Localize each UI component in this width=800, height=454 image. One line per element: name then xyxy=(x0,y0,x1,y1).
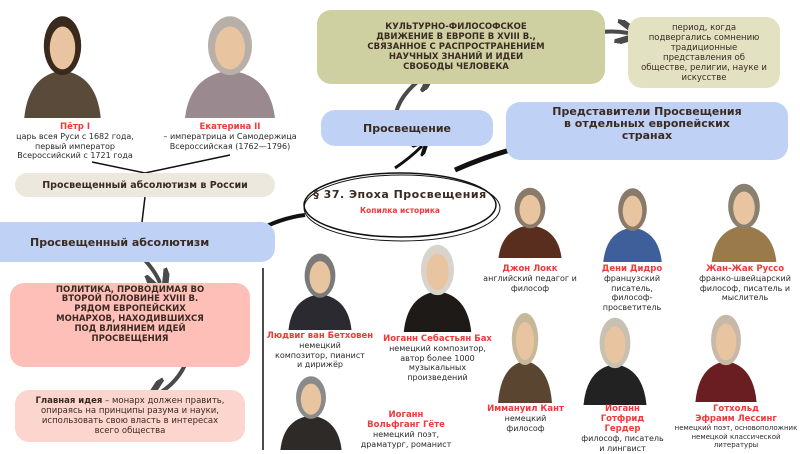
title-block: § 37. Эпоха Просвещения Копилка историка xyxy=(310,188,490,215)
portrait-lessing xyxy=(692,305,760,402)
ruler-desc: царь всея Руси с 1682 года, первый импер… xyxy=(16,132,134,160)
arrow-to-enlightenment xyxy=(394,146,422,170)
portrait-beethoven xyxy=(285,245,355,330)
representatives-box: Представители Просвещения в отдельных ев… xyxy=(506,102,788,160)
portrait-locke xyxy=(495,180,565,258)
person-name: Иммануил Кант xyxy=(487,404,564,414)
portrait-herder xyxy=(580,308,650,405)
enlightenment-box: Просвещение xyxy=(321,110,493,146)
portrait-peter xyxy=(20,5,105,118)
portrait-bach xyxy=(400,235,475,332)
person-desc: франко-швейцарский философ, писатель и м… xyxy=(699,274,791,302)
person-desc: французский писатель, философ-просветите… xyxy=(602,274,662,312)
portrait-kant xyxy=(495,303,555,403)
ruler-desc: – императрица и Самодержица Всероссийска… xyxy=(163,132,297,151)
absolutism-russia-box: Просвещенный абсолютизм в России xyxy=(15,173,275,197)
ruler-peter: Пётр I царь всея Руси с 1682 года, первы… xyxy=(0,122,150,161)
absolutism-label: Просвещенный абсолютизм xyxy=(30,235,210,249)
person-name: Иоганн Готфрид Гердер xyxy=(600,404,645,434)
absolutism-definition-box: ПОЛИТИКА, ПРОВОДИМАЯ ВО ВТОРОЙ ПОЛОВИНЕ … xyxy=(10,283,250,367)
ruler-name: Екатерина II xyxy=(199,122,261,132)
enlightenment-definition-box: КУЛЬТУРНО-ФИЛОСОФСКОЕ ДВИЖЕНИЕ В ЕВРОПЕ … xyxy=(317,10,605,84)
enlightenment-definition: КУЛЬТУРНО-ФИЛОСОФСКОЕ ДВИЖЕНИЕ В ЕВРОПЕ … xyxy=(367,22,545,72)
main-idea-box: Главная идея – монарх должен править, оп… xyxy=(15,390,245,442)
page-title: § 37. Эпоха Просвещения xyxy=(313,188,487,201)
person-name: Жан-Жак Руссо xyxy=(705,264,785,274)
person-name: Иоганн Себастьян Бах xyxy=(383,334,492,344)
ruler-name: Пётр I xyxy=(59,122,90,132)
person-desc: немецкий философ xyxy=(504,414,547,433)
person-desc: немецкий композитор, автор более 1000 му… xyxy=(389,344,486,382)
absolutism-definition: ПОЛИТИКА, ПРОВОДИМАЯ ВО ВТОРОЙ ПОЛОВИНЕ … xyxy=(55,284,205,344)
portrait-diderot xyxy=(600,180,665,262)
person-name: Иоганн Вольфганг Гёте xyxy=(367,410,445,430)
enlightenment-note-box: период, когда подвергались сомнению трад… xyxy=(628,17,780,88)
arrow-russia-to-absolutism xyxy=(141,196,146,223)
person-name: Дени Дидро xyxy=(601,264,663,274)
person-name: Готхольд Эфраим Лессинг xyxy=(695,404,777,424)
person-desc: немецкий композитор, пианист и дирижёр xyxy=(275,341,365,369)
person-desc: философ, писатель и лингвист xyxy=(581,434,664,453)
representatives-label: Представители Просвещения в отдельных ев… xyxy=(552,105,742,142)
person-desc: английский педагог и философ xyxy=(483,274,577,293)
portrait-catherine xyxy=(180,5,280,118)
absolutism-russia-label: Просвещенный абсолютизм в России xyxy=(42,179,248,191)
enlightenment-note: период, когда подвергались сомнению трад… xyxy=(641,22,767,83)
main-idea-text: – монарх должен править, опираясь на при… xyxy=(40,396,225,436)
person-name: Людвиг ван Бетховен xyxy=(266,331,374,341)
person-desc: немецкий поэт, основоположник немецкой к… xyxy=(674,424,798,449)
absolutism-box: Просвещенный абсолютизм xyxy=(0,222,275,262)
portrait-goethe xyxy=(277,368,345,450)
portrait-rousseau xyxy=(708,175,780,262)
ruler-catherine: Екатерина II – императрица и Самодержица… xyxy=(160,122,300,151)
enlightenment-label: Просвещение xyxy=(363,121,451,135)
page-subtitle: Копилка историка xyxy=(360,206,440,215)
person-name: Джон Локк xyxy=(502,264,558,274)
person-desc: немецкий поэт, драматург, романист xyxy=(360,430,452,449)
main-idea-label: Главная идея xyxy=(35,396,103,406)
